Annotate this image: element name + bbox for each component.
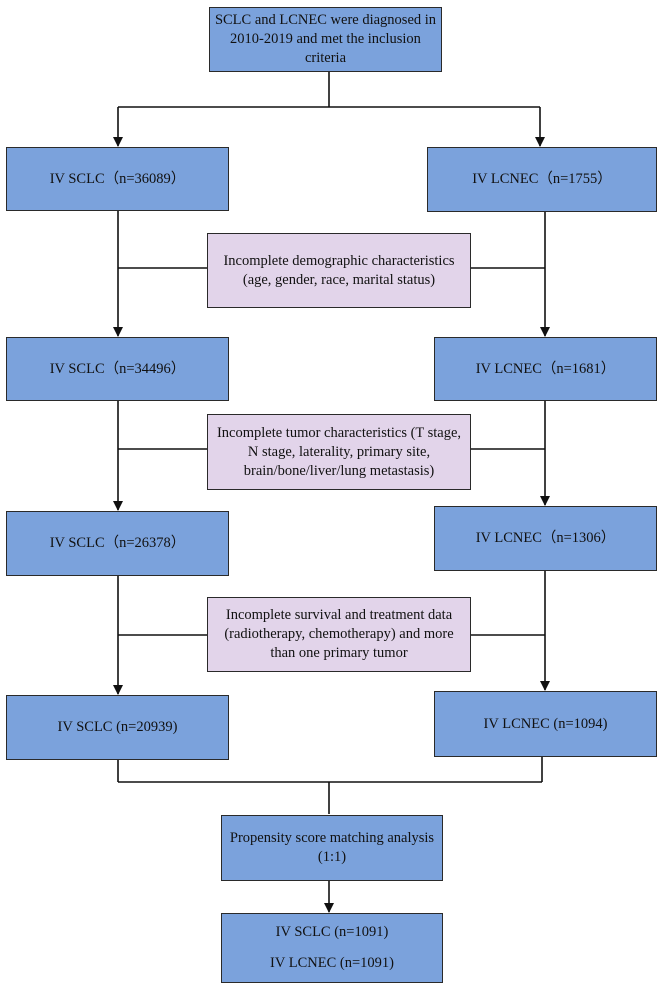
box-sclc-4: IV SCLC (n=20939) bbox=[6, 695, 229, 760]
box-lcnec-4: IV LCNEC (n=1094) bbox=[434, 691, 657, 757]
box-lcnec-1: IV LCNEC（n=1755） bbox=[427, 147, 657, 212]
text-lcnec-3: IV LCNEC（n=1306） bbox=[475, 530, 616, 546]
text-propensity-score: Propensity score matching analysis (1:1) bbox=[229, 830, 435, 865]
text-exclusion-2: Incomplete tumor characteristics (T stag… bbox=[216, 424, 462, 479]
text-sclc-4: IV SCLC (n=20939) bbox=[57, 719, 178, 735]
text-exclusion-3: Incomplete survival and treatment data (… bbox=[224, 607, 454, 661]
box-exclusion-1: Incomplete demographic characteristics (… bbox=[207, 233, 471, 308]
box-propensity-score: Propensity score matching analysis (1:1) bbox=[221, 815, 443, 881]
box-lcnec-3: IV LCNEC（n=1306） bbox=[434, 506, 657, 571]
box-sclc-3: IV SCLC（n=26378） bbox=[6, 511, 229, 576]
text-sclc-2: IV SCLC（n=34496） bbox=[49, 360, 186, 377]
box-exclusion-3: Incomplete survival and treatment data (… bbox=[207, 597, 471, 672]
text-start: SCLC and LCNEC were diagnosed in 2010-20… bbox=[214, 12, 437, 66]
box-lcnec-2: IV LCNEC（n=1681） bbox=[434, 337, 657, 401]
box-sclc-1: IV SCLC（n=36089） bbox=[6, 147, 229, 211]
box-exclusion-2: Incomplete tumor characteristics (T stag… bbox=[207, 414, 471, 490]
box-sclc-2: IV SCLC（n=34496） bbox=[6, 337, 229, 401]
box-start: SCLC and LCNEC were diagnosed in 2010-20… bbox=[209, 7, 442, 72]
box-final: IV SCLC (n=1091) IV LCNEC (n=1091) bbox=[221, 913, 443, 983]
text-lcnec-4: IV LCNEC (n=1094) bbox=[483, 715, 608, 732]
text-sclc-3: IV SCLC（n=26378） bbox=[49, 535, 186, 551]
text-exclusion-1: Incomplete demographic characteristics (… bbox=[223, 252, 455, 288]
text-lcnec-2: IV LCNEC（n=1681） bbox=[475, 360, 616, 377]
text-final-sclc: IV SCLC (n=1091) bbox=[275, 924, 389, 940]
text-sclc-1: IV SCLC（n=36089） bbox=[49, 170, 186, 187]
text-final-lcnec: IV LCNEC (n=1091) bbox=[270, 955, 394, 971]
text-lcnec-1: IV LCNEC（n=1755） bbox=[472, 171, 612, 187]
